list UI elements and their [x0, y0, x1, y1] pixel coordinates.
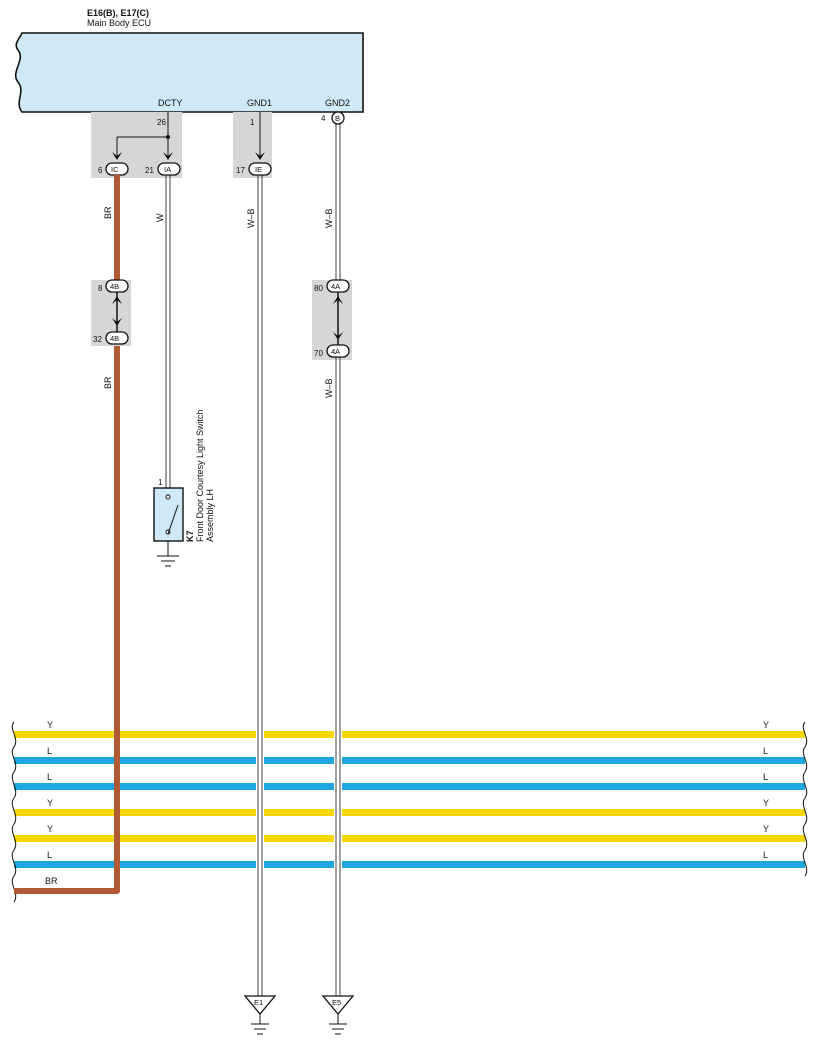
gnd2-wire-label-lower: W–B: [324, 378, 334, 398]
chevron-down-icon: [333, 332, 343, 340]
harness-label-right-4: Y: [763, 798, 769, 808]
junction-4b-bot-pin: 32: [93, 335, 102, 344]
harness-break-right: [802, 721, 808, 877]
harness-label-left-4: Y: [47, 798, 53, 808]
junction-4b: 8 4B 32 4B: [93, 279, 129, 345]
junction-4b-bot-id: 4B: [110, 334, 119, 343]
dcty-pin-number: 26: [157, 118, 166, 127]
junction-ia-pin: 21: [145, 166, 154, 175]
chevron-down-icon: [255, 152, 265, 160]
gnd2-pin-number: 4: [321, 114, 326, 123]
harness-label-right-2: L: [763, 746, 768, 756]
gnd2-connector-id: B: [335, 114, 340, 123]
ground-e5-label: E5: [332, 998, 341, 1007]
harness-label-left-5: Y: [47, 824, 53, 834]
ecu-connector-codes: E16(B), E17(C): [87, 8, 149, 18]
w-wire: W: [155, 175, 171, 492]
harness-wire-3: [14, 783, 805, 790]
harness-wire-1: [14, 731, 805, 738]
br-wire: BR BR: [14, 175, 120, 894]
ground-point-e5: E5: [321, 995, 355, 1035]
harness-label-left-6: L: [47, 850, 52, 860]
terminal-gnd1-name: GND1: [247, 98, 272, 108]
harness-label-right-3: L: [763, 772, 768, 782]
ecu-box: [14, 32, 364, 113]
harness-label-left-3: L: [47, 772, 52, 782]
junction-4b-top-id: 4B: [110, 282, 119, 291]
switch-contact: [167, 504, 179, 535]
gnd1-pin-number: 1: [250, 118, 255, 127]
junction-ic-pin: 6: [98, 166, 103, 175]
chevron-down-icon: [112, 152, 122, 160]
gnd1-circuit: 1 17 IE W–B: [236, 112, 272, 996]
junction-4a-bot-id: 4A: [331, 347, 340, 356]
junction-4a-top-id: 4A: [331, 282, 340, 291]
chevron-down-icon: [112, 318, 122, 326]
harness-break-left: [11, 721, 17, 903]
gnd1-wire-label: W–B: [246, 208, 256, 228]
main-body-ecu: E16(B), E17(C) Main Body ECU DCTY GND1 G…: [14, 8, 364, 113]
chevron-up-icon: [333, 296, 343, 304]
ground-point-e1: E1: [243, 995, 277, 1035]
br-wire-label-upper: BR: [103, 206, 113, 219]
gnd2-circuit: 4 B W–B 80 4A 70 4A W–B: [314, 111, 350, 996]
harness-label-right-6: L: [763, 850, 768, 860]
ecu-name: Main Body ECU: [87, 18, 151, 28]
terminal-gnd2-name: GND2: [325, 98, 350, 108]
gnd2-wire-label-upper: W–B: [324, 208, 334, 228]
chevron-down-icon: [163, 152, 173, 160]
harness-wire-5: [14, 835, 805, 842]
harness-label-left-1: Y: [47, 720, 53, 730]
chevron-up-icon: [112, 296, 122, 304]
junction-ia-id: IA: [164, 165, 171, 174]
junction-4b-top-pin: 8: [98, 284, 103, 293]
switch-pin: 1: [158, 478, 163, 487]
harness-label-left-br: BR: [45, 876, 58, 886]
ground-icon: [157, 555, 179, 567]
br-wire-label-lower: BR: [103, 376, 113, 389]
harness-wire-2: [14, 757, 805, 764]
harness-wire-6: [14, 861, 805, 868]
ground-e1-label: E1: [254, 998, 263, 1007]
switch-code: K7: [185, 530, 195, 542]
harness-wire-4: [14, 809, 805, 816]
dcty-circuit: 26: [112, 112, 173, 160]
terminal-dcty-name: DCTY: [158, 98, 183, 108]
harness-bundle: Y L L Y Y L BR Y L L Y Y L: [11, 720, 808, 903]
harness-label-right-5: Y: [763, 824, 769, 834]
ground-icon: [329, 1023, 347, 1035]
junction-ic-id: IC: [111, 165, 119, 174]
junction-ie-pin: 17: [236, 166, 245, 175]
harness-label-left-2: L: [47, 746, 52, 756]
w-wire-label: W: [155, 213, 165, 222]
harness-label-right-1: Y: [763, 720, 769, 730]
junction-4a-bot-pin: 70: [314, 349, 323, 358]
switch-name-line2: Assembly LH: [205, 489, 215, 542]
ground-icon: [251, 1023, 269, 1035]
junction-ie-id: IE: [255, 165, 262, 174]
door-courtesy-switch: 1 K7 Front Door Courtesy Light Switch As…: [153, 409, 215, 567]
junction-ia: 21 IA: [145, 162, 181, 176]
switch-name-line1: Front Door Courtesy Light Switch: [195, 409, 205, 542]
junction-4a-top-pin: 80: [314, 284, 323, 293]
